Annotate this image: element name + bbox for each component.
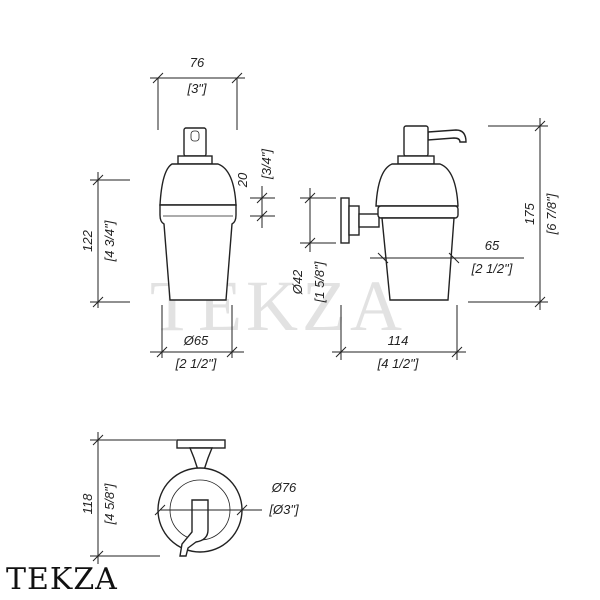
side-depth-mm: 65	[485, 238, 500, 253]
top-pump-spout	[179, 499, 209, 557]
pump-spout	[427, 129, 467, 143]
side-cap	[375, 163, 459, 207]
front-height-in: [4 3/4"]	[102, 220, 117, 262]
cap	[159, 163, 237, 206]
side-view: Ø42 [1 5/8"] 65 [2 1/2"] 114 [4 1/2"] 17…	[290, 118, 559, 371]
top-holder-arm	[188, 447, 214, 471]
flange-diameter-mm: Ø42	[290, 269, 305, 295]
side-projection-in: [4 1/2"]	[377, 356, 419, 371]
front-width-mm: 76	[190, 55, 205, 70]
side-height-in: [6 7/8"]	[544, 193, 559, 235]
front-view: 76 [3"] 20 [3/4"] 122 [4 3/4"] Ø65 [2 1/…	[80, 55, 275, 371]
brand-logo: TEKZA	[6, 562, 118, 597]
pump-collar	[177, 155, 213, 165]
pump-height-in: [3/4"]	[259, 149, 274, 180]
pump-height-mm: 20	[235, 172, 250, 188]
top-ring-diameter-mm: Ø76	[271, 480, 297, 495]
front-base-mm: Ø65	[183, 333, 209, 348]
side-pump-collar	[397, 155, 435, 165]
top-depth-in: [4 5/8"]	[102, 483, 117, 525]
top-view: 118 [4 5/8"] Ø76 [Ø3"]	[80, 432, 299, 564]
holder-ring	[377, 205, 459, 219]
wall-flange	[340, 197, 350, 244]
side-pump-head	[403, 125, 429, 157]
holder-arm	[358, 213, 380, 228]
side-glass-container	[381, 217, 455, 301]
flange-neck	[348, 205, 360, 236]
side-height-mm: 175	[522, 202, 537, 224]
front-width-in: [3"]	[186, 81, 206, 96]
top-wall-flange	[176, 439, 226, 449]
side-projection-mm: 114	[388, 333, 409, 348]
front-base-in: [2 1/2"]	[175, 356, 217, 371]
top-ring-diameter-in: [Ø3"]	[268, 502, 299, 517]
flange-diameter-in: [1 5/8"]	[312, 261, 327, 303]
front-height-mm: 122	[80, 229, 95, 251]
side-depth-in: [2 1/2"]	[471, 261, 513, 276]
pump-head	[183, 127, 207, 157]
glass-container	[159, 204, 237, 301]
top-depth-mm: 118	[80, 493, 95, 514]
